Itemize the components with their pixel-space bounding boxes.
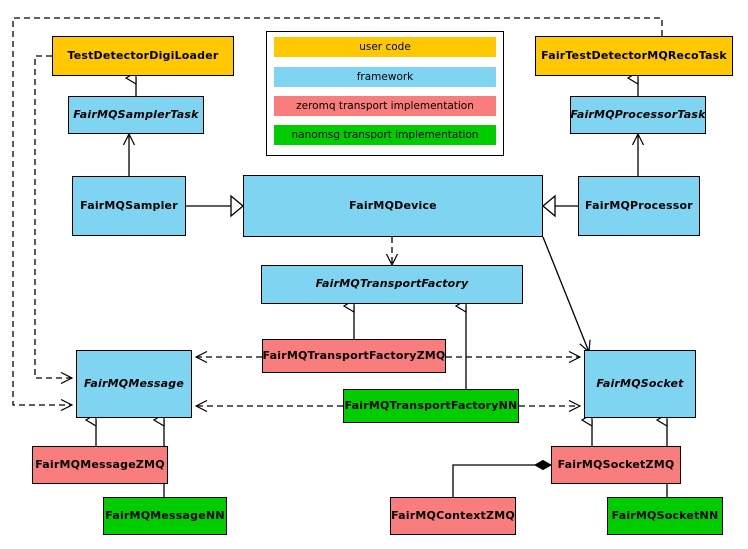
edge-digiloader-to-message	[34, 55, 72, 378]
class-node-FairMQTransportFactory[interactable]: FairMQTransportFactory	[261, 265, 523, 304]
class-label: FairMQMessageNN	[105, 508, 225, 522]
class-label: FairMQSocketNN	[611, 508, 719, 522]
class-node-FairMQSocketNN[interactable]: FairMQSocketNN	[607, 497, 723, 535]
legend-item-nanomsg: nanomsg transport implementation	[274, 125, 496, 145]
class-node-FairMQTransportFactoryNN[interactable]: FairMQTransportFactoryNN	[343, 389, 519, 423]
class-label: FairMQSocket	[596, 376, 684, 390]
legend-item-framework: framework	[274, 67, 496, 87]
legend-label-zeromq: zeromq transport implementation	[296, 100, 474, 112]
class-label: FairMQTransportFactoryZMQ	[262, 348, 446, 362]
edge-processor-to-device-triangle	[541, 194, 556, 218]
class-label: FairMQSampler	[80, 198, 178, 212]
class-label: FairMQMessage	[83, 376, 185, 390]
class-node-FairMQSamplerTask[interactable]: FairMQSamplerTask	[68, 96, 204, 134]
edge-recotask-to-message	[12, 17, 663, 405]
class-node-FairMQSampler[interactable]: FairMQSampler	[72, 176, 186, 236]
class-label: FairMQProcessor	[585, 198, 693, 212]
legend-item-zeromq: zeromq transport implementation	[274, 96, 496, 116]
class-label: FairMQTransportFactory	[315, 277, 469, 291]
class-node-FairMQProcessorTask[interactable]: FairMQProcessorTask	[570, 96, 706, 134]
legend-label-nanomsg: nanomsg transport implementation	[291, 129, 479, 141]
class-node-FairMQTransportFactoryZMQ[interactable]: FairMQTransportFactoryZMQ	[262, 339, 446, 373]
class-node-FairMQProcessor[interactable]: FairMQProcessor	[578, 176, 700, 236]
class-node-FairMQSocket[interactable]: FairMQSocket	[584, 350, 696, 418]
class-node-FairMQMessageNN[interactable]: FairMQMessageNN	[103, 497, 227, 535]
class-label: FairMQProcessorTask	[570, 107, 706, 121]
class-node-FairMQMessage[interactable]: FairMQMessage	[76, 350, 192, 418]
class-node-FairMQDevice[interactable]: FairMQDevice	[243, 175, 543, 237]
class-label: FairTestDetectorMQRecoTask	[541, 48, 727, 62]
class-node-FairMQMessageZMQ[interactable]: FairMQMessageZMQ	[32, 446, 168, 484]
class-label: FairMQContextZMQ	[391, 508, 515, 522]
class-label: FairMQSamplerTask	[73, 107, 199, 121]
class-label: FairMQTransportFactoryNN	[344, 398, 518, 412]
class-label: TestDetectorDigiLoader	[67, 48, 219, 62]
class-node-FairMQSocketZMQ[interactable]: FairMQSocketZMQ	[551, 446, 681, 484]
legend-label-user-code: user code	[359, 41, 411, 53]
class-label: FairMQDevice	[349, 198, 437, 212]
class-node-FairMQContextZMQ[interactable]: FairMQContextZMQ	[390, 497, 516, 535]
class-label: FairMQMessageZMQ	[35, 457, 165, 471]
edge-socketzmq-contextzmq-composition	[452, 465, 551, 497]
legend-item-user-code: user code	[274, 37, 496, 57]
edge-device-to-socket	[542, 236, 589, 352]
legend-label-framework: framework	[356, 71, 414, 83]
class-node-TestDetectorDigiLoader[interactable]: TestDetectorDigiLoader	[52, 36, 234, 76]
edge-sampler-to-device-triangle	[230, 194, 245, 218]
class-label: FairMQSocketZMQ	[557, 457, 675, 471]
class-node-FairTestDetectorMQRecoTask[interactable]: FairTestDetectorMQRecoTask	[535, 36, 733, 76]
